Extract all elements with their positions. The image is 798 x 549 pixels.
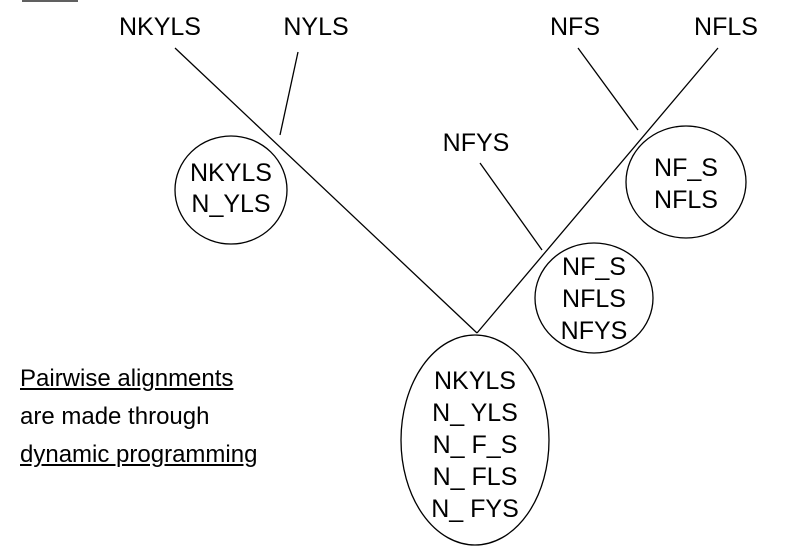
alignment-row: N_ YLS xyxy=(432,399,518,427)
edge-nfys-to-join xyxy=(479,162,543,251)
alignment-row: N_ FYS xyxy=(431,495,519,523)
leaf-label-nfs: NFS xyxy=(550,13,600,41)
alignment-bubble-fs-fls-fys xyxy=(534,242,654,354)
alignment-row: NF_S xyxy=(562,253,626,281)
leaf-label-nyls: NYLS xyxy=(283,13,348,41)
alignment-bubble-kyls-yls xyxy=(174,135,288,245)
alignment-row: NF_S xyxy=(654,154,718,182)
note-line-dynamic-programming: dynamic programming xyxy=(20,441,258,468)
leaf-label-nfls: NFLS xyxy=(694,13,758,41)
alignment-bubble-fs-fls xyxy=(625,125,747,239)
edge-nkyls-to-root xyxy=(174,47,478,334)
alignment-row: N_ F_S xyxy=(433,431,518,459)
alignment-row: N_ FLS xyxy=(433,463,518,491)
leaf-label-nfys: NFYS xyxy=(443,129,510,157)
alignment-row: NFLS xyxy=(562,285,626,313)
alignment-row: NKYLS xyxy=(434,367,516,395)
alignment-bubble-final xyxy=(400,334,550,546)
edge-nfls-to-root xyxy=(476,47,719,334)
edge-nyls-to-join xyxy=(279,51,299,136)
alignment-row: N_YLS xyxy=(191,190,270,218)
caption-note: Pairwise alignments are made through dyn… xyxy=(20,360,257,474)
edge-nfs-to-join xyxy=(577,47,639,131)
note-line-pairwise: Pairwise alignments xyxy=(20,365,234,392)
alignment-row: NFYS xyxy=(561,317,628,345)
note-line-made-through: are made through xyxy=(20,403,210,430)
alignment-row: NKYLS xyxy=(190,159,272,187)
leaf-label-nkyls: NKYLS xyxy=(119,13,201,41)
alignment-row: NFLS xyxy=(654,186,718,214)
